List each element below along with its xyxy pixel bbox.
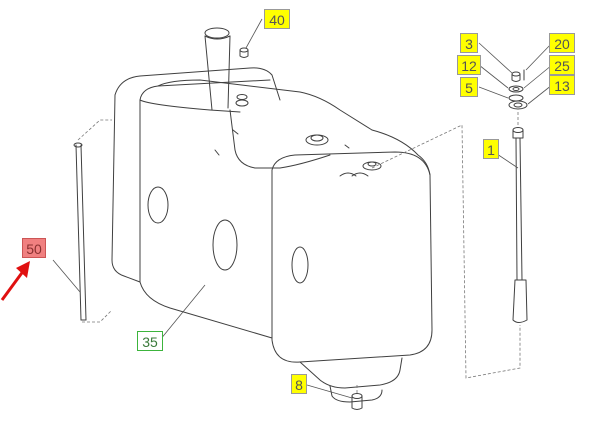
sensor-hardware-stack <box>508 69 528 110</box>
part-8-drain-plug <box>351 393 363 410</box>
red-arrow-icon <box>0 261 30 301</box>
callout-50: 50 <box>22 238 46 258</box>
part-40-fitting <box>239 47 249 58</box>
callout-35: 35 <box>137 331 163 351</box>
callout-12: 12 <box>457 55 481 75</box>
callout-13: 13 <box>549 75 575 95</box>
fuel-tank-body <box>111 27 433 403</box>
callout-1: 1 <box>483 139 499 159</box>
callout-40: 40 <box>264 9 290 29</box>
callout-8: 8 <box>291 374 307 394</box>
part-1-sender-tube <box>512 127 528 323</box>
callout-25: 25 <box>549 55 575 75</box>
callout-5: 5 <box>460 77 478 97</box>
callout-20: 20 <box>549 33 575 53</box>
callout-3: 3 <box>460 33 478 53</box>
part-50-rod <box>73 142 87 321</box>
